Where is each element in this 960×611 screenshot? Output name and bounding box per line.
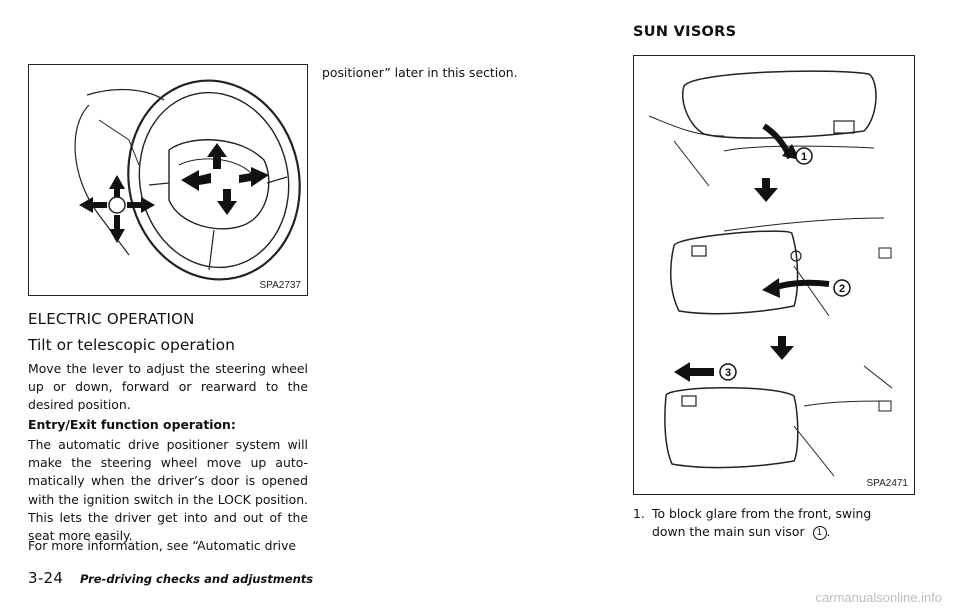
step-1-period: . <box>826 524 831 539</box>
paragraph-move-lever: Move the lever to adjust the steering wh… <box>28 361 308 413</box>
paragraph-entry-exit: The automatic drive positioner system wi… <box>28 437 308 544</box>
chapter-title: Pre-driving checks and adjustments <box>80 572 314 586</box>
section-heading-electric-operation: ELECTRIC OPERATION <box>28 310 195 328</box>
sun-visor-illustration: 1 2 3 <box>648 70 893 477</box>
paragraph-positioner-cont: positioner” later in this section. <box>322 65 518 80</box>
step-1-text: down the main sun visor <box>652 524 805 539</box>
watermark[interactable]: carmanualsonline.info <box>815 590 942 605</box>
steering-wheel-illustration <box>74 79 301 281</box>
step-1-marker-number: 1 <box>816 528 823 538</box>
paragraph-more-info: For more information, see “Automatic dri… <box>28 538 297 553</box>
callout-1: 1 <box>801 151 807 163</box>
page-number: 3-24 <box>28 569 64 587</box>
sun-visor-figure: 1 2 3 SPA2471 <box>633 55 915 495</box>
step-1-line2: down the main sun visor 1 . <box>652 523 915 541</box>
step-1-line1: To block glare from the front, swing <box>652 506 872 521</box>
steering-wheel-figure: SPA2737 <box>28 64 308 296</box>
heading-sun-visors: SUN VISORS <box>633 24 737 40</box>
sub-heading-tilt-telescopic: Tilt or telescopic operation <box>28 336 235 354</box>
figure-code-spa2737: SPA2737 <box>259 280 301 291</box>
callout-2: 2 <box>839 283 845 295</box>
step-1-number: 1. <box>633 506 645 521</box>
entry-exit-label: Entry/Exit function operation: <box>28 417 236 432</box>
callout-3: 3 <box>725 367 731 379</box>
step-1-circled-marker: 1 <box>812 526 827 540</box>
figure-code-spa2471: SPA2471 <box>866 478 908 489</box>
